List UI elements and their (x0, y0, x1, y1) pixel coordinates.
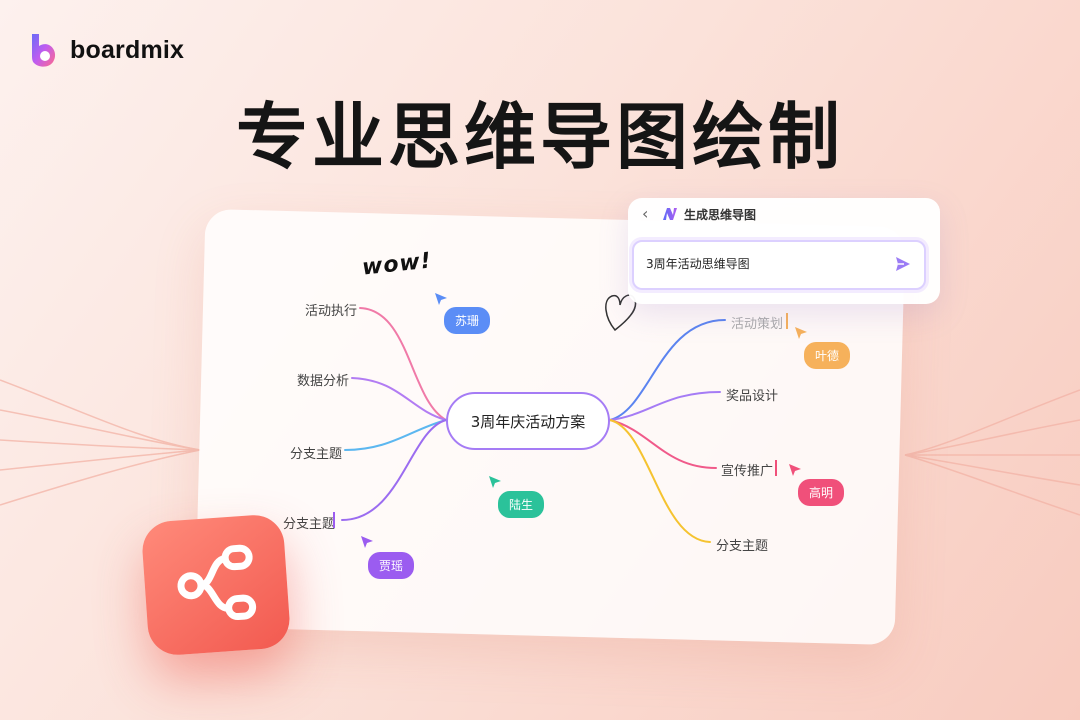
mindmap-center-node[interactable]: 3周年庆活动方案 (446, 392, 610, 450)
branch-left-4[interactable]: 分支主题 (283, 517, 336, 532)
heart-doodle (605, 294, 637, 332)
connector-left-1 (359, 307, 447, 421)
collaborator-tag: 苏珊 (444, 307, 491, 334)
branch-right-2[interactable]: 奖品设计 (726, 389, 779, 404)
ai-generate-panel: ‹ 生成思维导图 3周年活动思维导图 (628, 198, 940, 304)
collaborator-tag: 高明 (798, 479, 845, 506)
connector-left-2 (351, 377, 447, 421)
branch-right-1[interactable]: 活动策划 (731, 317, 784, 332)
text-caret (775, 460, 777, 476)
chevron-left-icon[interactable]: ‹ (642, 204, 649, 223)
connector-right-4 (609, 419, 711, 543)
branch-left-3[interactable]: 分支主题 (290, 447, 343, 462)
cursor-arrow-icon (795, 327, 807, 339)
connector-left-3 (344, 419, 447, 451)
branch-left-1[interactable]: 活动执行 (305, 304, 358, 319)
branch-right-3[interactable]: 宣传推广 (721, 464, 774, 479)
collaborator-tag: 贾瑶 (368, 552, 415, 579)
connector-right-2 (609, 391, 721, 421)
cursor-arrow-icon (361, 536, 373, 548)
mindmap-app-icon (140, 513, 292, 657)
mindmap-prompt-input[interactable]: 3周年活动思维导图 (632, 240, 926, 290)
text-caret (333, 512, 335, 528)
text-caret (786, 313, 788, 329)
cursor-arrow-icon (789, 464, 801, 476)
branch-right-4[interactable]: 分支主题 (716, 539, 769, 554)
mindmap-node-icon (177, 544, 257, 621)
brand-name: boardmix (70, 35, 185, 64)
boardmix-logo-icon (32, 34, 56, 67)
connector-left-4 (341, 419, 447, 521)
cursor-arrow-icon (435, 293, 447, 305)
branch-left-2[interactable]: 数据分析 (297, 374, 350, 389)
connector-right-3 (609, 419, 717, 469)
connector-right-1 (609, 319, 726, 421)
collaborator-tag: 陆生 (498, 491, 545, 518)
send-icon[interactable] (894, 255, 912, 273)
collaborator-tag: 叶德 (804, 342, 851, 369)
brand-logo[interactable]: boardmix (28, 30, 184, 70)
prompt-input-value: 3周年活动思维导图 (646, 257, 750, 271)
ai-panel-title: 生成思维导图 (684, 208, 757, 222)
page-title: 专业思维导图绘制 (235, 95, 844, 179)
ai-logo-icon (663, 208, 677, 220)
cursor-arrow-icon (489, 476, 501, 488)
